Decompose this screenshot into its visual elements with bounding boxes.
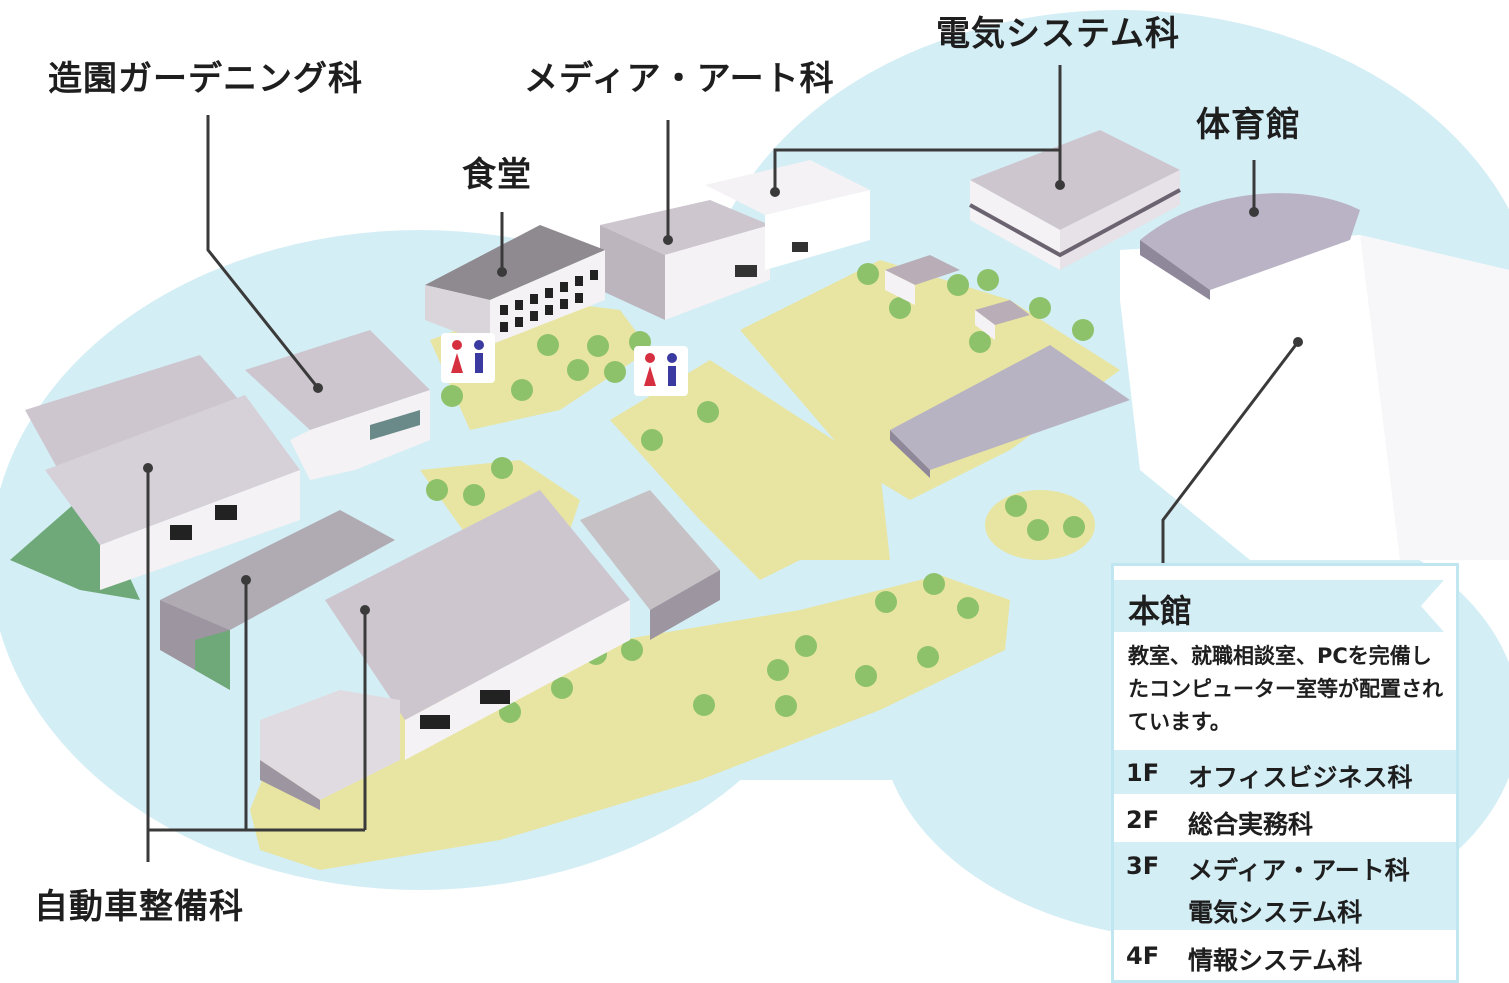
cafeteria-shape	[425, 225, 605, 345]
label-auto-maintenance: 自動車整備科	[34, 887, 244, 927]
panel-description: 教室、就職相談室、PCを完備したコンピューター室等が配置されています。	[1128, 644, 1443, 734]
main-building-panel: 本館 教室、就職相談室、PCを完備したコンピューター室等が配置されています。 1…	[1111, 563, 1459, 983]
floor-label: 2F	[1126, 806, 1160, 834]
floor-row-1f: 1F オフィスビジネス科	[1114, 750, 1456, 794]
auto-maintenance-buildings	[10, 355, 720, 810]
floor-label: 3F	[1126, 852, 1160, 880]
floor-department: オフィスビジネス科	[1188, 763, 1413, 792]
restroom-icon	[441, 333, 495, 383]
gymnasium-shape	[1140, 193, 1360, 300]
panel-title-ribbon	[1114, 580, 1444, 632]
floor-department: 電気システム科	[1188, 898, 1363, 927]
floor-row-2f: 2F 総合実務科	[1114, 796, 1456, 840]
floor-row-3f: 3F メディア・アート科 電気システム科	[1114, 842, 1456, 930]
main-building-shape	[1120, 235, 1509, 560]
label-electrical-systems: 電気システム科	[936, 14, 1180, 54]
floor-department: 情報システム科	[1188, 946, 1363, 975]
label-gymnasium: 体育館	[1196, 105, 1301, 145]
floor-department: 総合実務科	[1188, 810, 1314, 839]
floor-label: 1F	[1126, 759, 1160, 787]
lawn-areas	[250, 260, 1120, 870]
label-landscape-gardening: 造園ガーデニング科	[48, 59, 363, 99]
label-cafeteria: 食堂	[462, 155, 532, 195]
restroom-icon	[634, 346, 688, 396]
floor-department: メディア・アート科	[1188, 856, 1410, 885]
electrical-building-shape	[969, 130, 1181, 270]
floor-label: 4F	[1126, 942, 1160, 970]
trees	[426, 263, 1094, 723]
label-media-art: メディア・アート科	[524, 59, 835, 99]
leader-dots	[143, 180, 1303, 615]
floor-row-4f: 4F 情報システム科	[1114, 932, 1456, 976]
media-art-building-shape	[600, 160, 870, 320]
gardening-building-shape	[245, 330, 430, 480]
panel-title: 本館	[1128, 592, 1193, 630]
leader-lines	[146, 65, 1300, 862]
sheds	[885, 255, 1130, 478]
